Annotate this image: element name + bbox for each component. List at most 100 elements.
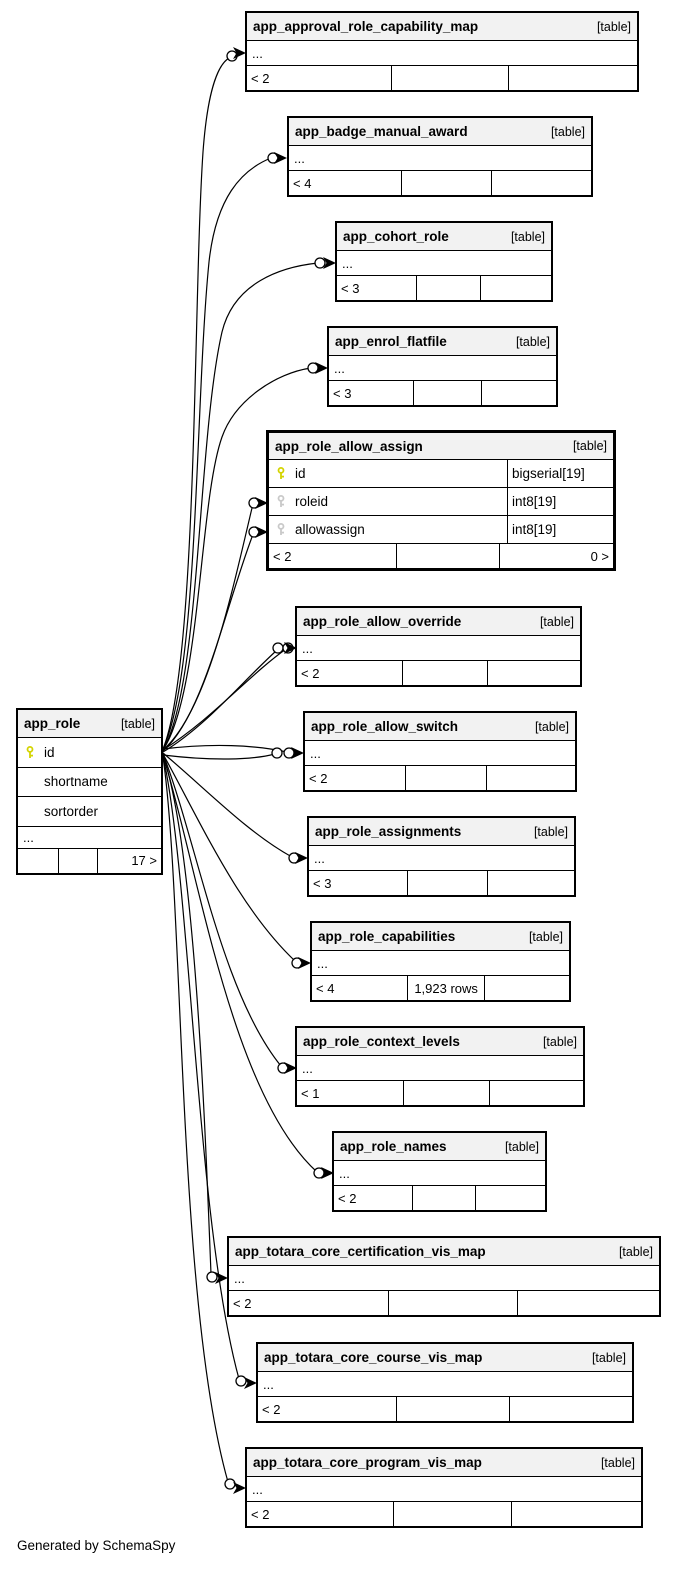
table-name: app_role_allow_assign [275,438,423,454]
table-header: app_cohort_role [table] [337,223,551,250]
foreign-key-icon [275,495,295,508]
table-app_role_capabilities[interactable]: app_role_capabilities [table] ... < 4 1,… [310,921,571,1002]
relationship-line [162,753,276,760]
connector-circle [314,257,326,269]
crow-foot-arrow [315,362,328,374]
footer-parents-count [481,381,556,405]
columns-ellipsis: ... [229,1265,659,1290]
connector-circle [271,747,283,759]
relationship-lines [162,57,319,1483]
table-app_role[interactable]: app_role [table] id shortname sortorder … [16,708,163,875]
footer-children-count: < 3 [333,385,352,401]
table-app_cohort_role[interactable]: app_cohort_role [table] ... < 3 [335,221,553,302]
footer-children-count: < 2 [301,665,320,681]
column-row-id[interactable]: id [18,737,161,767]
footer-children-count: < 2 [273,548,292,564]
footer-parents-count [510,1502,641,1526]
table-app_approval_role_capability_map[interactable]: app_approval_role_capability_map [table]… [245,11,639,92]
table-footer: < 4 [289,170,591,195]
column-row-id[interactable]: id bigserial[19] [269,459,613,487]
table-name: app_role_names [340,1139,447,1154]
table-app_badge_manual_award[interactable]: app_badge_manual_award [table] ... < 4 [287,116,593,197]
footer-children-count: < 2 [233,1295,252,1311]
crow-foot-arrow [298,957,311,969]
relationship-line [162,744,288,753]
footer-rows-count [416,276,480,300]
table-header: app_role [table] [18,710,161,737]
footer-rows-count [396,1397,508,1421]
column-name: id [295,466,306,481]
crow-foot-arrow [295,852,308,864]
table-footer: < 3 [309,870,574,895]
footer-rows-count [401,661,487,685]
table-footer: < 2 [297,660,580,685]
footer-children-count: < 1 [301,1085,320,1101]
footer-parents-count [475,1186,545,1210]
footer-rows-count [391,66,508,90]
relationship-line [162,536,253,752]
connector-circle [313,1167,325,1179]
table-footer: < 2 [305,765,575,790]
table-app_role_allow_switch[interactable]: app_role_allow_switch [table] ... < 2 [303,711,577,792]
table-app_totara_core_course_vis_map[interactable]: app_totara_core_course_vis_map [table] .… [256,1342,634,1423]
crow-foot-arrow [233,1482,246,1494]
footer-parents-count [508,1397,632,1421]
footer-children-count: < 3 [313,875,332,891]
table-tag: [table] [591,1350,626,1365]
footer-rows-count [404,766,486,790]
column-type: bigserial[19] [507,460,613,487]
columns-ellipsis: ... [18,825,161,848]
connector-circle [224,1478,236,1490]
table-tag: [table] [539,614,574,629]
columns-ellipsis: ... [337,250,551,275]
table-footer: < 3 [337,275,551,300]
footer-children-count: < 2 [338,1190,357,1206]
column-row-roleid[interactable]: roleid int8[19] [269,487,613,515]
footer-parents-count [508,66,637,90]
table-tag: [table] [504,1139,539,1154]
footer-rows-count [412,381,481,405]
columns-ellipsis: ... [297,635,580,660]
footer-parents-count: 17 > [96,848,161,873]
columns-ellipsis: ... [305,740,575,765]
column-row-sortorder[interactable]: sortorder [18,796,161,826]
foreign-key-icon [275,523,295,536]
table-app_role_assignments[interactable]: app_role_assignments [table] ... < 3 [307,816,576,897]
table-footer: < 2 [247,1501,641,1526]
footer-parents-count [480,276,551,300]
table-name: app_totara_core_course_vis_map [264,1350,483,1365]
table-tag: [table] [550,124,585,139]
table-app_totara_core_certification_vis_map[interactable]: app_totara_core_certification_vis_map [t… [227,1236,661,1317]
relationship-line [162,756,229,1483]
table-name: app_role_assignments [315,824,462,839]
column-type: int8[19] [507,516,613,543]
table-name: app_role_capabilities [318,929,456,944]
table-app_role_names[interactable]: app_role_names [table] ... < 2 [332,1131,547,1212]
crow-foot-arrow [244,1377,257,1389]
table-name: app_enrol_flatfile [335,334,447,349]
column-row-shortname[interactable]: shortname [18,766,161,797]
relationship-line [162,752,293,858]
footer-rows-count [400,171,492,195]
footer-rows-count [388,1291,517,1315]
table-app_totara_core_program_vis_map[interactable]: app_totara_core_program_vis_map [table] … [245,1447,643,1528]
footer-rows-count [402,1081,489,1105]
footer-parents-count [488,1081,583,1105]
table-header: app_totara_core_course_vis_map [table] [258,1344,632,1371]
table-footer: < 3 [329,380,556,405]
table-app_enrol_flatfile[interactable]: app_enrol_flatfile [table] ... < 3 [327,326,558,407]
table-footer: < 2 0 > [269,543,613,568]
table-app_role_context_levels[interactable]: app_role_context_levels [table] ... < 1 [295,1026,585,1107]
column-row-allowassign[interactable]: allowassign int8[19] [269,515,613,543]
relationship-line [162,753,282,1067]
table-header: app_role_capabilities [table] [312,923,569,950]
footer-rows-count [407,871,487,895]
table-app_role_allow_override[interactable]: app_role_allow_override [table] ... < 2 [295,606,582,687]
table-header: app_role_assignments [table] [309,818,574,845]
table-app_role_allow_assign[interactable]: app_role_allow_assign [table] id bigseri… [266,430,616,571]
footer-rows-count [412,1186,475,1210]
table-header: app_role_names [table] [334,1133,545,1160]
footer-children-count: < 2 [309,770,328,786]
